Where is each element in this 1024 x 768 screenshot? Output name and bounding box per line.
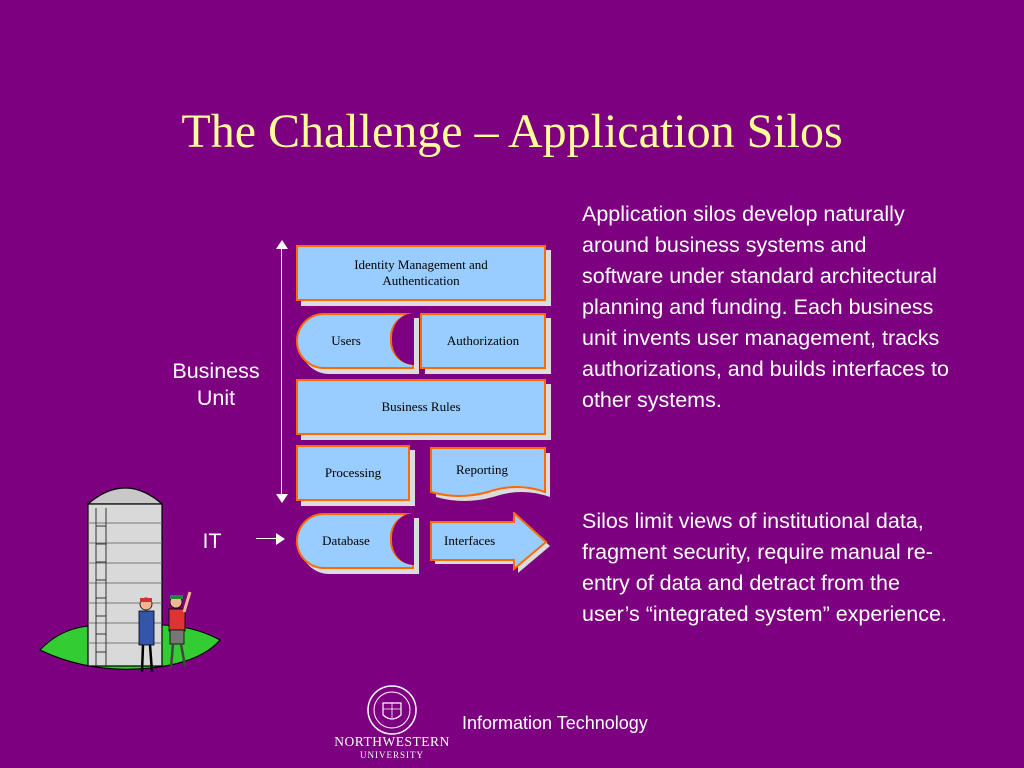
body-paragraph-2: Silos limit views of institutional data,… — [582, 509, 947, 626]
silo-clipart — [30, 478, 230, 683]
database-box: Database — [296, 513, 414, 569]
database-label: Database — [322, 533, 370, 548]
business-rules-box: Business Rules — [296, 379, 546, 435]
body-paragraph-1: Application silos develop naturally arou… — [582, 202, 949, 412]
it-pointer-line — [256, 538, 278, 539]
interfaces-label: Interfaces — [444, 533, 496, 548]
footer-text: Information Technology — [462, 713, 648, 733]
slide-title: The Challenge – Application Silos — [181, 105, 843, 158]
university-subtitle: UNIVERSITY — [360, 750, 424, 760]
business-rules-label: Business Rules — [381, 399, 461, 414]
reporting-box: Reporting — [430, 447, 550, 505]
reporting-label: Reporting — [456, 462, 508, 477]
identity-management-label: Identity Management and Authentication — [354, 257, 488, 288]
business-unit-label: Business Unit — [172, 359, 260, 410]
university-seal-icon — [366, 684, 418, 736]
authorization-label: Authorization — [446, 333, 520, 348]
it-label: IT — [202, 529, 222, 553]
range-arrow-up-icon — [276, 240, 288, 249]
it-pointer-arrow-icon — [276, 533, 285, 545]
processing-box: Processing — [296, 445, 410, 501]
users-box: Users — [296, 313, 414, 369]
authorization-box: Authorization — [420, 313, 546, 369]
processing-label: Processing — [324, 465, 382, 480]
business-unit-range-line — [281, 246, 282, 498]
range-arrow-down-icon — [276, 494, 288, 503]
users-label: Users — [331, 333, 361, 348]
interfaces-arrow-box: Interfaces — [430, 512, 552, 574]
identity-management-box: Identity Management and Authentication — [296, 245, 546, 301]
university-name: NORTHWESTERN — [334, 734, 450, 749]
